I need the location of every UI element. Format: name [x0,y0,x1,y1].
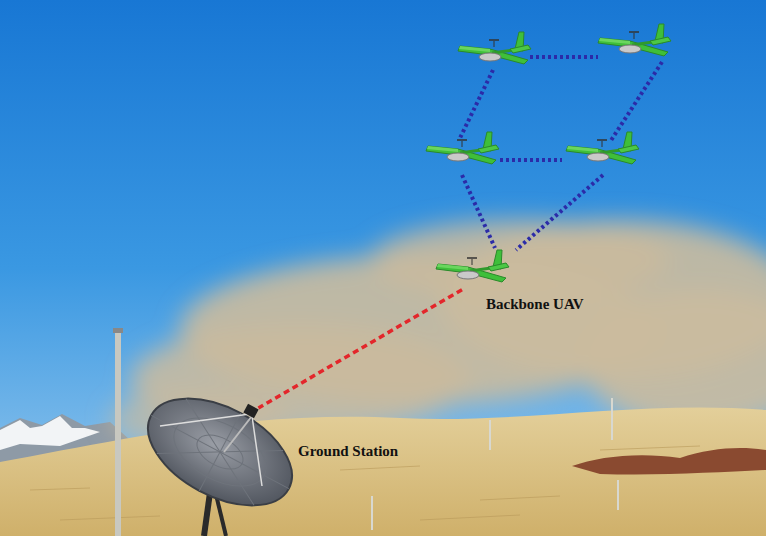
fence-posts [372,398,618,530]
grassland [0,408,766,536]
satellite-dish [130,377,309,536]
caption-label: Ground Station [298,443,398,460]
caption-label: Backbone UAV [486,296,584,313]
uav-label-node: Ground Station [140,408,403,462]
uav-label-node: Backbone UAV [462,258,588,315]
uav-swarm [426,24,671,282]
eroded-bank [572,448,766,474]
radio-link [258,290,462,408]
utility-pole [113,328,123,536]
swarm-links [460,57,662,250]
